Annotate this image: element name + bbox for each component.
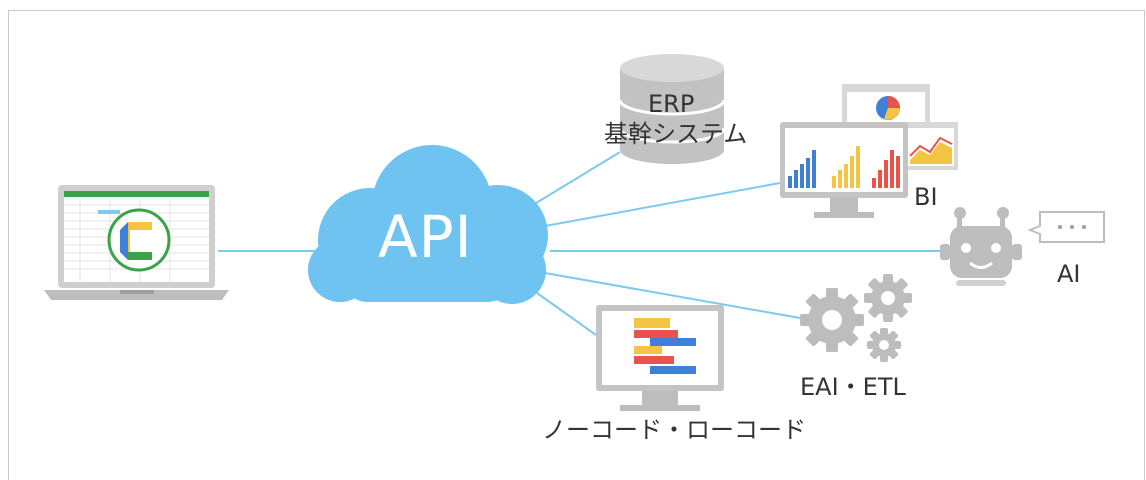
eai-etl-label: EAI・ETL xyxy=(800,373,906,401)
diagram-frame xyxy=(8,10,1145,480)
erp-label: ERP xyxy=(648,90,695,118)
connector-nocode xyxy=(529,287,597,336)
api-cloud xyxy=(308,145,548,304)
gear-small-icon xyxy=(867,328,901,362)
gear-top-right-icon xyxy=(864,274,912,322)
ai-label: AI xyxy=(1057,260,1081,288)
database-icon xyxy=(618,54,726,164)
connector-lines xyxy=(218,151,946,336)
bi-label: BI xyxy=(914,183,938,211)
connector-eai xyxy=(544,272,801,319)
api-label: API xyxy=(378,203,473,271)
app-logo-icon xyxy=(107,208,171,272)
erp-subtitle-label: 基幹システム xyxy=(604,120,748,148)
speech-bubble-icon xyxy=(1027,211,1105,243)
laptop-icon xyxy=(44,185,229,300)
nocode-label: ノーコード・ローコード xyxy=(542,416,806,444)
gears-icon xyxy=(800,274,912,362)
robot-icon xyxy=(940,207,1022,286)
connector-bi xyxy=(544,182,781,227)
gear-large-icon xyxy=(800,288,864,352)
bi-dashboard-icon xyxy=(780,84,958,218)
nocode-monitor-icon xyxy=(596,305,724,411)
connector-erp xyxy=(527,151,621,209)
